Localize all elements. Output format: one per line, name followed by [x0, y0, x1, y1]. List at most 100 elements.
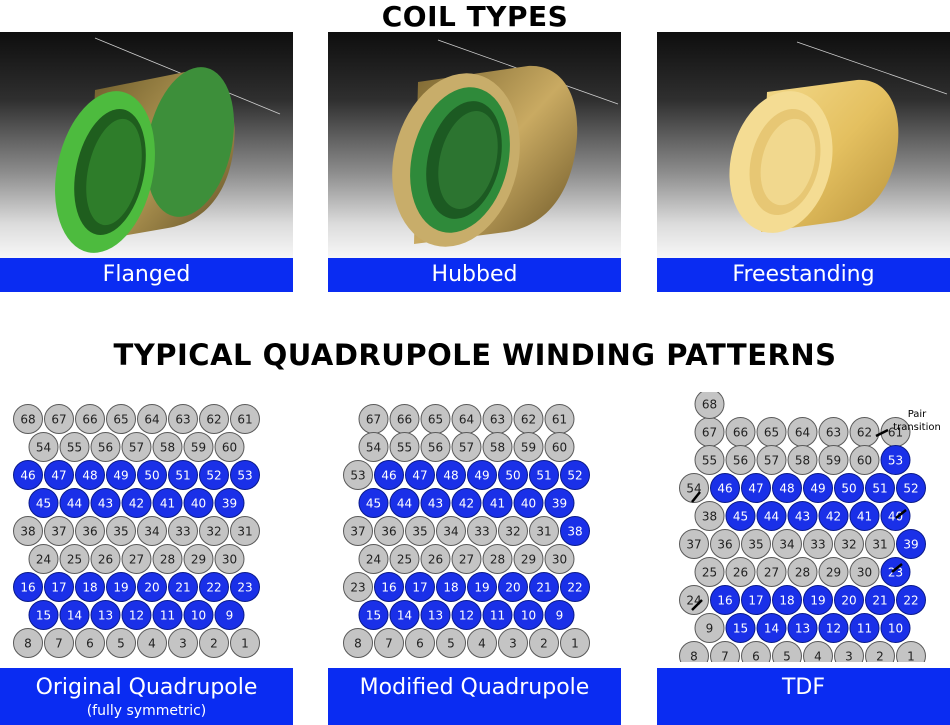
turn-number: 31: [536, 525, 551, 539]
gray-turn: 30: [214, 544, 245, 574]
blue-turn: 51: [865, 473, 895, 503]
blue-turn: 17: [741, 585, 771, 615]
gray-turn: 58: [787, 445, 818, 475]
turn-number: 62: [857, 426, 872, 440]
turn-number: 22: [903, 594, 918, 608]
freestanding-coil-photo: [657, 32, 950, 258]
blue-turn: 51: [168, 460, 198, 490]
turn-number: 7: [721, 650, 729, 663]
blue-turn: 52: [896, 473, 926, 503]
gray-turn: 37: [679, 529, 709, 559]
turn-number: 1: [907, 650, 915, 663]
turn-number: 24: [366, 553, 381, 567]
gray-turn: 28: [787, 557, 818, 587]
turn-number: 4: [478, 637, 486, 651]
transition-mark: [691, 599, 703, 611]
turn-number: 63: [175, 413, 190, 427]
blue-turn: 18: [436, 572, 466, 602]
gray-turn: 58: [152, 432, 183, 462]
pattern-label-tdf: TDF: [657, 668, 950, 725]
blue-turn: 50: [834, 473, 864, 503]
turn-number: 62: [206, 413, 221, 427]
turn-number: 11: [160, 609, 175, 623]
blue-turn: 18: [772, 585, 802, 615]
turn-number: 62: [521, 413, 536, 427]
turn-number: 28: [490, 553, 505, 567]
gray-turn: 56: [725, 445, 756, 475]
gray-turn: 57: [121, 432, 152, 462]
gray-turn: 25: [389, 544, 420, 574]
gray-turn: 67: [358, 404, 389, 434]
blue-turn: 14: [389, 600, 420, 630]
blue-turn: 12: [121, 600, 152, 630]
gray-turn: 26: [90, 544, 121, 574]
blue-turn: 49: [803, 473, 833, 503]
turn-number: 56: [428, 441, 443, 455]
turn-number: 41: [490, 497, 505, 511]
turn-number: 9: [706, 622, 714, 636]
blue-turn: 21: [529, 572, 559, 602]
gray-turn: 32: [834, 529, 864, 559]
gray-turn: 64: [451, 404, 482, 434]
blue-turn: 9: [214, 600, 245, 630]
turn-number: 59: [521, 441, 536, 455]
turn-number: 12: [459, 609, 474, 623]
gray-turn: 8: [343, 628, 373, 658]
turn-number: 11: [490, 609, 505, 623]
blue-turn: 45: [725, 501, 756, 531]
blue-turn: 14: [756, 613, 787, 643]
turn-number: 9: [556, 609, 564, 623]
turn-number: 17: [412, 581, 427, 595]
turn-number: 45: [36, 497, 51, 511]
turn-number: 10: [521, 609, 536, 623]
turn-number: 52: [567, 469, 582, 483]
blue-turn: 21: [865, 585, 895, 615]
blue-turn: 19: [803, 585, 833, 615]
blue-turn: 42: [818, 501, 849, 531]
transition-mark: [891, 563, 903, 573]
gray-turn: 66: [75, 404, 105, 434]
blue-turn: 45: [28, 488, 59, 518]
turn-number: 44: [764, 510, 779, 524]
gray-turn: 55: [694, 445, 725, 475]
turn-number: 21: [536, 581, 551, 595]
turn-number: 34: [443, 525, 458, 539]
turn-number: 29: [521, 553, 536, 567]
turn-number: 16: [717, 594, 732, 608]
gray-turn: 61: [230, 404, 260, 434]
gray-turn: 60: [849, 445, 880, 475]
coil-label-freestanding: Freestanding: [657, 258, 950, 292]
gray-turn: 28: [482, 544, 513, 574]
pattern-label-original: Original Quadrupole (fully symmetric): [0, 668, 293, 725]
gray-turn: 2: [529, 628, 559, 658]
blue-turn: 22: [896, 585, 926, 615]
turn-number: 18: [443, 581, 458, 595]
gray-turn: 60: [544, 432, 575, 462]
turn-number: 49: [810, 482, 825, 496]
turn-number: 67: [51, 413, 66, 427]
pattern-name: Modified Quadrupole: [359, 675, 590, 700]
turn-number: 39: [222, 497, 237, 511]
turn-number: 12: [129, 609, 144, 623]
gray-turn: 4: [467, 628, 497, 658]
turn-number: 33: [810, 538, 825, 552]
turn-number: 38: [567, 525, 582, 539]
turn-number: 55: [397, 441, 412, 455]
gray-turn: 23: [343, 572, 373, 602]
turn-number: 31: [872, 538, 887, 552]
turn-number: 1: [241, 637, 249, 651]
blue-turn: 38: [560, 516, 590, 546]
flanged-coil-photo: [0, 32, 293, 258]
gray-turn: 25: [59, 544, 90, 574]
blue-turn: 43: [787, 501, 818, 531]
blue-turn: 16: [13, 572, 43, 602]
turn-number: 66: [397, 413, 412, 427]
turn-number: 55: [67, 441, 82, 455]
turn-number: 47: [51, 469, 66, 483]
blue-turn: 41: [849, 501, 880, 531]
turn-number: 48: [82, 469, 97, 483]
turn-number: 8: [354, 637, 362, 651]
turn-number: 28: [160, 553, 175, 567]
